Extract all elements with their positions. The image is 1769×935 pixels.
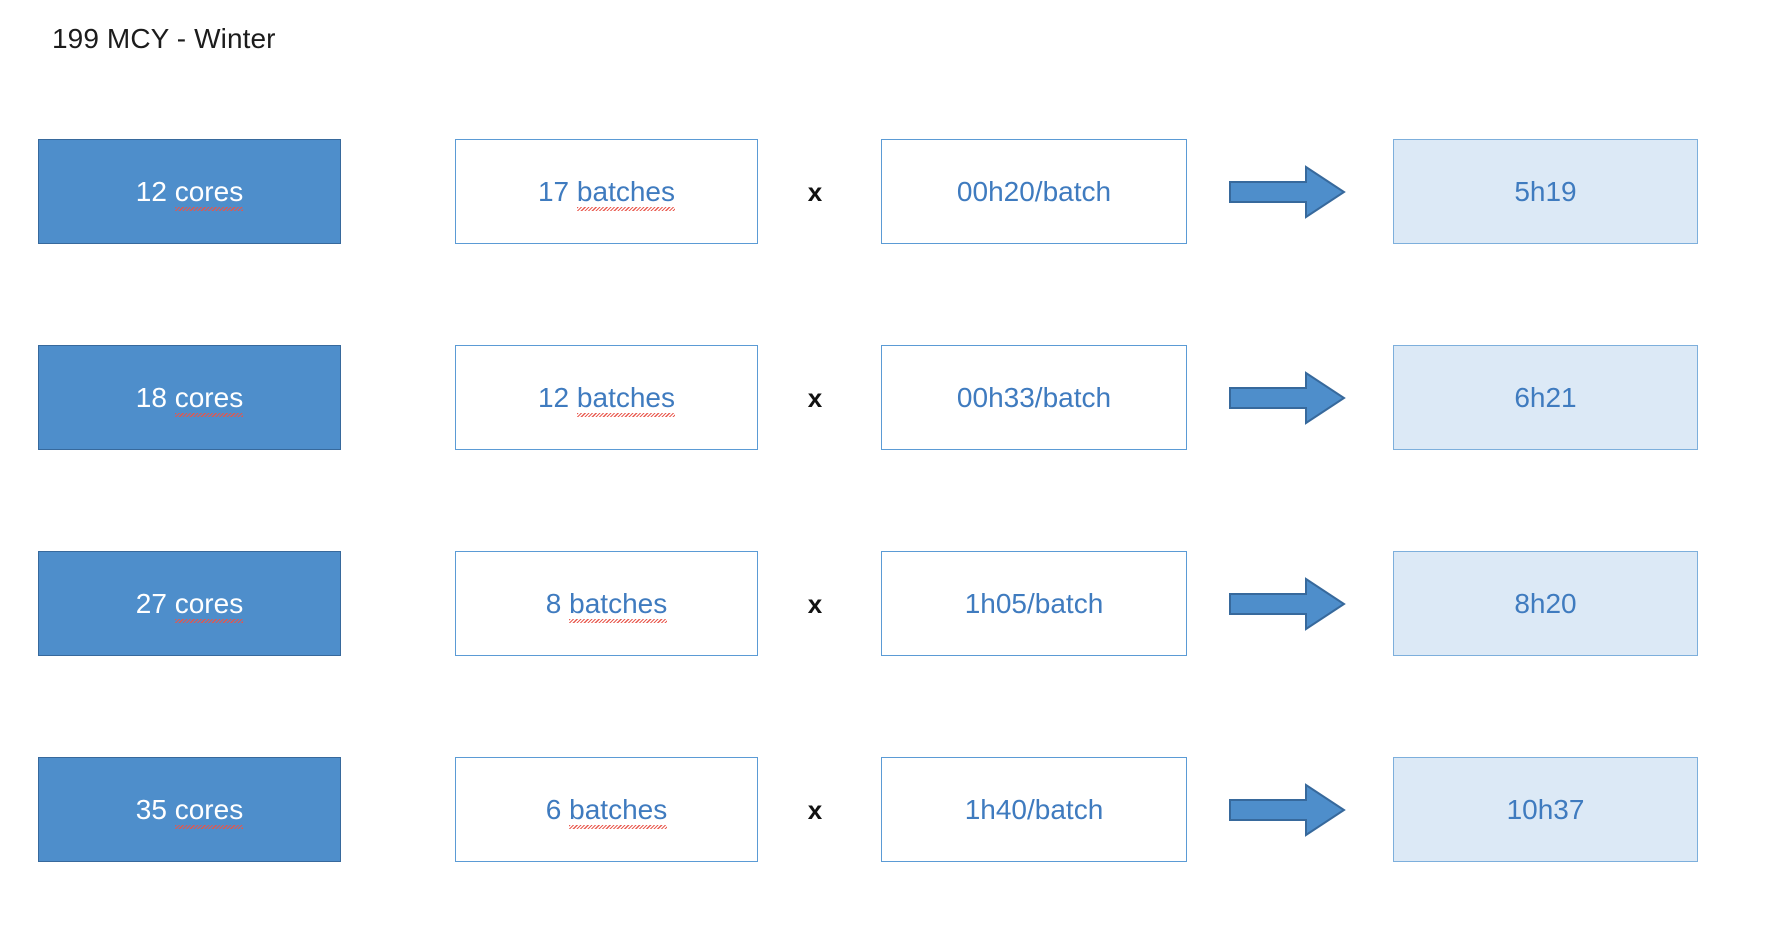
batches-unit: batches (576, 175, 676, 211)
right-block-arrow-icon (1222, 757, 1352, 862)
batches-unit: batches (576, 381, 676, 417)
page-title: 199 MCY - Winter (52, 23, 276, 54)
cores-box[interactable]: 12 cores (38, 139, 341, 244)
cores-count: 12 (135, 175, 167, 207)
cores-box[interactable]: 27 cores (38, 551, 341, 656)
rate-box[interactable]: 00h33/batch (881, 345, 1187, 450)
batches-count: 6 (545, 793, 562, 825)
right-block-arrow-icon (1222, 139, 1352, 244)
result-box[interactable]: 6h21 (1393, 345, 1698, 450)
batches-unit: batches (569, 793, 668, 829)
result-box[interactable]: 10h37 (1393, 757, 1698, 862)
multiply-symbol: x (807, 588, 823, 619)
result-box[interactable]: 8h20 (1393, 551, 1698, 656)
cores-unit: cores (174, 587, 244, 623)
cores-count: 18 (135, 381, 167, 413)
batches-count: 17 (537, 175, 570, 207)
calculation-row: 18 cores 12 batches x 00h33/batch 6h21 (0, 345, 1769, 450)
batches-box[interactable]: 6 batches (455, 757, 758, 862)
cores-unit: cores (174, 381, 244, 417)
rate-box[interactable]: 1h40/batch (881, 757, 1187, 862)
cores-unit: cores (174, 793, 244, 829)
batches-unit: batches (569, 587, 668, 623)
batches-count: 8 (545, 587, 562, 619)
calculation-row: 27 cores 8 batches x 1h05/batch 8h20 (0, 551, 1769, 656)
right-block-arrow-icon (1222, 551, 1352, 656)
rate-box[interactable]: 00h20/batch (881, 139, 1187, 244)
cores-box[interactable]: 18 cores (38, 345, 341, 450)
cores-unit: cores (174, 175, 244, 211)
batches-count: 12 (537, 381, 570, 413)
right-block-arrow-icon (1222, 345, 1352, 450)
calculation-row: 35 cores 6 batches x 1h40/batch 10h37 (0, 757, 1769, 862)
cores-count: 27 (135, 587, 167, 619)
batches-box[interactable]: 17 batches (455, 139, 758, 244)
rate-box[interactable]: 1h05/batch (881, 551, 1187, 656)
result-box[interactable]: 5h19 (1393, 139, 1698, 244)
batches-box[interactable]: 8 batches (455, 551, 758, 656)
cores-count: 35 (135, 793, 167, 825)
multiply-symbol: x (807, 176, 823, 207)
multiply-symbol: x (807, 794, 823, 825)
cores-box[interactable]: 35 cores (38, 757, 341, 862)
multiply-symbol: x (807, 382, 823, 413)
calculation-row: 12 cores 17 batches x 00h20/batch 5h19 (0, 139, 1769, 244)
batches-box[interactable]: 12 batches (455, 345, 758, 450)
